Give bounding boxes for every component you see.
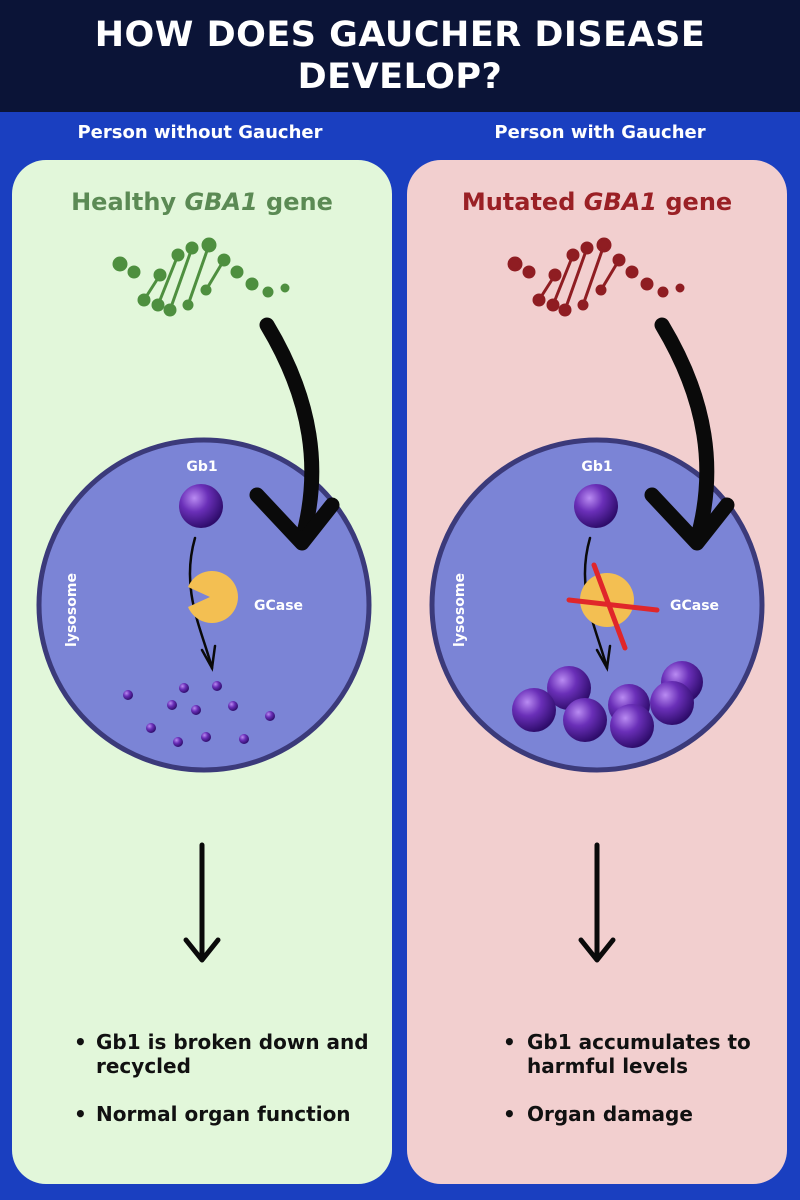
column-label-without-gaucher: Person without Gaucher — [77, 122, 323, 143]
gb1-label: Gb1 — [581, 459, 612, 475]
dna-icon — [112, 237, 290, 317]
list-item: Organ damage — [407, 1102, 787, 1126]
page-title-line1: HOW DOES GAUCHER DISEASE — [94, 15, 706, 55]
gb1-label: Gb1 — [186, 459, 217, 475]
gene-suffix: gene — [257, 188, 333, 216]
column-label-with-gaucher: Person with Gaucher — [494, 122, 706, 143]
cross-icon — [566, 562, 660, 651]
healthy-panel: Healthy GBA1 gene — [12, 160, 392, 1184]
accumulated-gb1 — [512, 661, 703, 748]
gene-suffix: gene — [657, 188, 733, 216]
gcase-enzyme — [188, 571, 239, 623]
down-arrow-icon — [183, 842, 221, 963]
header-banner: HOW DOES GAUCHER DISEASE DEVELOP? — [0, 0, 800, 112]
gcase-label: GCase — [254, 598, 303, 614]
page-title-line2: DEVELOP? — [297, 57, 503, 97]
lysosome-label: lysosome — [452, 573, 468, 647]
healthy-gene-title: Healthy GBA1 gene — [12, 188, 392, 216]
gb1-molecule — [179, 484, 223, 528]
mutated-gene-title: Mutated GBA1 gene — [407, 188, 787, 216]
gene-prefix: Healthy — [71, 188, 185, 216]
lysosome-label: lysosome — [64, 573, 80, 647]
gene-prefix: Mutated — [461, 188, 584, 216]
gaucher-panel: Mutated GBA1 gene — [407, 160, 787, 1184]
gaucher-diagram: lysosome Gb1 GCase — [429, 237, 765, 963]
gb1-molecule — [574, 484, 618, 528]
gb1-fragments — [123, 681, 275, 747]
list-item: Gb1 is broken down and recycled — [12, 1030, 392, 1078]
gene-name: GBA1 — [583, 188, 657, 216]
gcase-label: GCase — [670, 598, 719, 614]
list-item: Gb1 accumulates to harmful levels — [407, 1030, 787, 1078]
dna-icon — [507, 237, 685, 317]
gaucher-outcome-list: Gb1 accumulates to harmful levels Organ … — [407, 1030, 787, 1150]
healthy-diagram: lysosome Gb1 GCase — [36, 237, 372, 963]
list-item: Normal organ function — [12, 1102, 392, 1126]
down-arrow-icon — [578, 842, 616, 963]
curved-arrow-icon — [644, 317, 735, 551]
curved-arrow-icon — [249, 317, 340, 551]
healthy-outcome-list: Gb1 is broken down and recycled Normal o… — [12, 1030, 392, 1150]
gene-name: GBA1 — [184, 188, 258, 216]
